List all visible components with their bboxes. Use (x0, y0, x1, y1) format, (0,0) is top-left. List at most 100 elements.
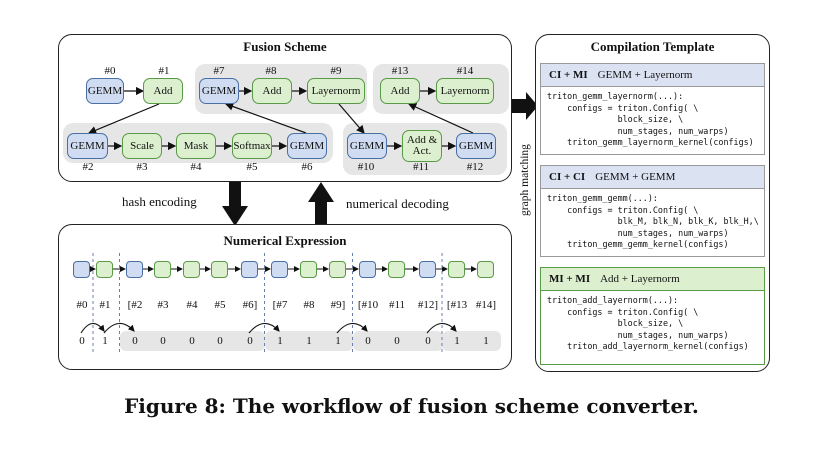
sequence-value: 0 (247, 335, 253, 347)
sequence-token: #8 (303, 299, 315, 311)
memory-op-square (96, 261, 113, 278)
compilation-template-title: Compilation Template (590, 39, 715, 54)
compute-op-square (241, 261, 258, 278)
fusion-scheme-panel: Fusion Scheme #0 #1 #7 #8 #9 #13 #14 #2 … (58, 34, 512, 182)
compilation-template-panel: Compilation Template CI + MI GEMM + Laye… (535, 34, 770, 372)
node-id-10: #10 (357, 161, 375, 173)
template-header-gemm-gemm: CI + CI GEMM + GEMM (541, 166, 764, 189)
node-add-act-11: Add & Act. (402, 130, 442, 162)
carry-arrow-1 (103, 322, 135, 334)
sequence-value: 0 (79, 335, 85, 347)
template-header-gemm-layernorm: CI + MI GEMM + Layernorm (541, 64, 764, 87)
sequence-value: 1 (102, 335, 108, 347)
node-gemm-7: GEMM (199, 78, 239, 104)
sequence-value: 1 (306, 335, 312, 347)
sequence-token: #5 (214, 299, 226, 311)
sequence-token: #4 (186, 299, 198, 311)
sequence-token: [#10 (357, 299, 379, 311)
sequence-token: #11 (388, 299, 406, 311)
value-group-3 (442, 331, 501, 351)
fusion-scheme-title: Fusion Scheme (243, 39, 327, 54)
compute-op-square (359, 261, 376, 278)
template-code-gemm-layernorm: triton_gemm_layernorm(...): configs = tr… (547, 91, 754, 148)
node-id-6: #6 (301, 161, 313, 173)
carry-arrow-0 (80, 322, 105, 334)
node-gemm-6: GEMM (287, 133, 327, 159)
fusion-scheme-edges (87, 86, 474, 151)
compute-op-square (73, 261, 90, 278)
node-layernorm-14: Layernorm (436, 78, 494, 104)
memory-op-square (329, 261, 346, 278)
sequence-token: [#7 (272, 299, 288, 311)
node-gemm-10: GEMM (347, 133, 387, 159)
hash-encoding-arrow (222, 182, 248, 226)
node-gemm-2: GEMM (67, 133, 108, 159)
template-section-gemm-layernorm: CI + MI GEMM + Layernorm triton_gemm_lay… (540, 63, 765, 155)
sequence-token: #1 (99, 299, 111, 311)
sequence-token: #6] (242, 299, 258, 311)
memory-op-square (300, 261, 317, 278)
node-layernorm-9: Layernorm (307, 78, 365, 104)
node-softmax-5: Softmax (232, 133, 272, 159)
node-gemm-0: GEMM (86, 78, 124, 104)
template-tag-ci-mi: CI + MI (549, 69, 588, 81)
node-add-13: Add (380, 78, 420, 104)
node-id-12: #12 (466, 161, 484, 173)
numerical-expression-title: Numerical Expression (223, 233, 347, 248)
node-id-9: #9 (330, 65, 342, 77)
value-group-2 (353, 331, 443, 351)
carry-arrow-3 (336, 322, 368, 334)
template-code-gemm-gemm: triton_gemm_gemm(...): configs = triton.… (547, 193, 759, 250)
node-id-1: #1 (158, 65, 170, 77)
sequence-token: [#13 (446, 299, 468, 311)
node-gemm-12: GEMM (456, 133, 496, 159)
graph-matching-label: graph matching (519, 144, 531, 216)
node-scale-3: Scale (122, 133, 162, 159)
node-id-13: #13 (391, 65, 409, 77)
sequence-value: 0 (160, 335, 166, 347)
graph-matching-arrow (512, 92, 538, 120)
sequence-token: #12] (417, 299, 439, 311)
memory-op-square (154, 261, 171, 278)
sequence-token: #9] (330, 299, 346, 311)
numerical-sequence: #0#1[#2#3#4#5#6][#7#8#9][#10#11#12][#13#… (59, 225, 511, 369)
node-mask-4: Mask (176, 133, 216, 159)
memory-op-square (388, 261, 405, 278)
node-id-14: #14 (456, 65, 474, 77)
template-name-add-layernorm: Add + Layernorm (600, 273, 680, 285)
edge-12-13 (407, 103, 474, 134)
node-id-7: #7 (213, 65, 225, 77)
sequence-value: 0 (217, 335, 223, 347)
hash-encoding-label: hash encoding (122, 194, 197, 209)
sequence-value: 0 (394, 335, 400, 347)
node-id-11: #11 (412, 161, 430, 173)
memory-op-square (211, 261, 228, 278)
value-group-0 (120, 331, 265, 351)
carry-arrow-4 (426, 322, 457, 334)
template-tag-ci-ci: CI + CI (549, 171, 586, 183)
figure-caption: Figure 8: The workflow of fusion scheme … (124, 394, 699, 418)
compute-op-square (126, 261, 143, 278)
edge-9-10 (338, 103, 365, 134)
carry-arrow-2 (248, 322, 280, 334)
numerical-decoding-label: numerical decoding (346, 196, 449, 211)
node-id-5: #5 (246, 161, 258, 173)
sequence-value: 0 (189, 335, 195, 347)
sequence-value: 0 (365, 335, 371, 347)
numerical-expression-panel: Numerical Expression #0#1[#2#3#4#5#6][#7… (58, 224, 512, 370)
template-section-add-layernorm: MI + MI Add + Layernorm triton_add_layer… (540, 267, 765, 365)
sequence-value: 1 (483, 335, 489, 347)
sequence-token: #3 (157, 299, 169, 311)
compute-op-square (271, 261, 288, 278)
node-id-2: #2 (82, 161, 94, 173)
node-add-1: Add (143, 78, 183, 104)
node-id-8: #8 (265, 65, 277, 77)
node-add-8: Add (252, 78, 292, 104)
sequence-value: 1 (454, 335, 460, 347)
sequence-value: 1 (277, 335, 283, 347)
template-section-gemm-gemm: CI + CI GEMM + GEMM triton_gemm_gemm(...… (540, 165, 765, 257)
memory-op-square (448, 261, 465, 278)
sequence-value: 0 (132, 335, 138, 347)
numerical-decoding-arrow (308, 182, 334, 226)
template-code-add-layernorm: triton_add_layernorm(...): configs = tri… (547, 295, 749, 352)
